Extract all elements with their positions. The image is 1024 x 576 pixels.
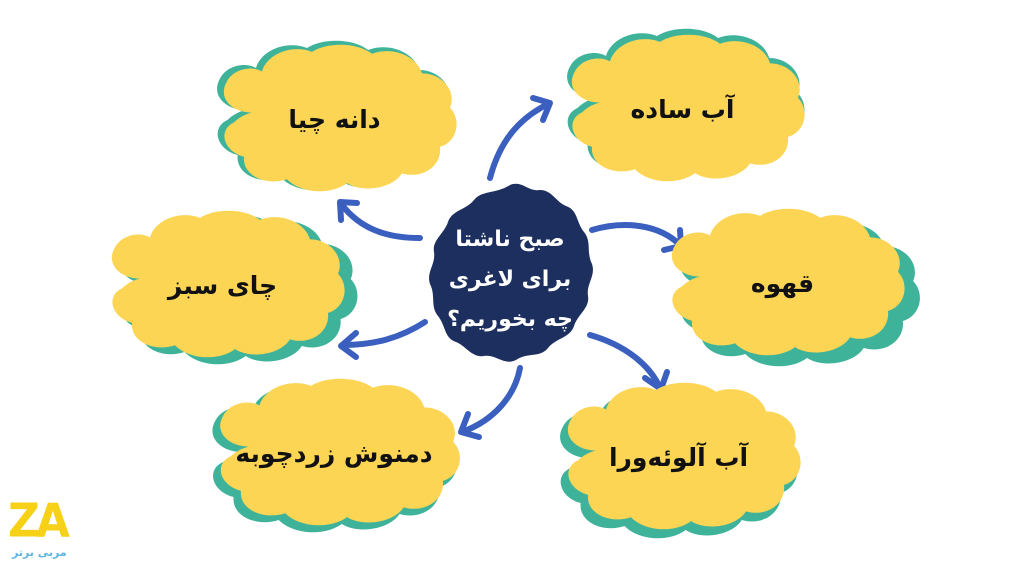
node-chia: دانه چیا xyxy=(212,44,457,194)
node-label: دانه چیا xyxy=(288,104,381,134)
node-label: آب ساده xyxy=(630,94,735,124)
arrow-head-turmeric xyxy=(458,411,482,440)
node-aloe-vera: آب آلوئه‌ورا xyxy=(556,382,801,532)
node-green-tea: چای سبز xyxy=(100,210,345,360)
node-water: آب ساده xyxy=(560,34,805,184)
center-line-3: چه بخوریم؟ xyxy=(447,307,573,332)
brand-logo: ZA مربی برتر xyxy=(8,494,78,565)
arrow-to-chia xyxy=(339,202,423,241)
node-label: دمنوش زردچوبه xyxy=(235,438,433,468)
arrow-to-coffee xyxy=(589,222,683,248)
logo-mark: ZA xyxy=(8,494,70,549)
arrow-head-chia xyxy=(337,199,360,223)
node-label: قهوه xyxy=(750,268,815,298)
node-label: آب آلوئه‌ورا xyxy=(608,442,749,472)
arrow-to-water xyxy=(487,101,551,181)
node-coffee: قهوه xyxy=(660,208,905,358)
arrow-head-water xyxy=(530,95,553,123)
arrow-head-green-tea xyxy=(338,330,359,360)
node-label: چای سبز xyxy=(167,270,278,300)
center-line-1: صبح ناشتا xyxy=(455,227,565,252)
arrow-to-green-tea xyxy=(339,319,428,348)
logo-subtitle: مربی برتر xyxy=(12,546,67,559)
center-question: صبح ناشتا برای لاغری چه بخوریم؟ xyxy=(410,195,610,365)
node-turmeric: دمنوش زردچوبه xyxy=(208,378,460,528)
center-badge xyxy=(429,183,593,362)
center-line-2: برای لاغری xyxy=(448,267,572,292)
arrow-to-aloe-vera xyxy=(587,332,663,391)
arrow-to-turmeric xyxy=(459,365,523,435)
